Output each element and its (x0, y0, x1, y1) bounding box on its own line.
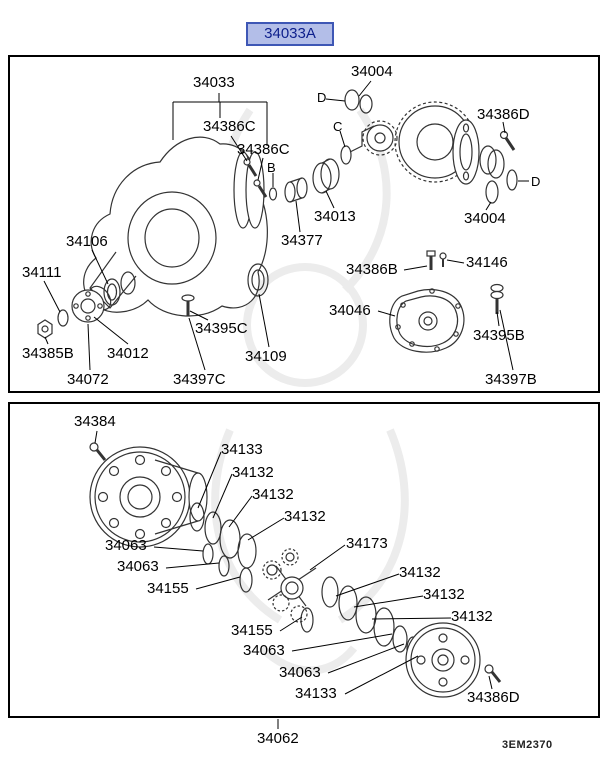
part-label: 34063 (279, 664, 321, 681)
assembly-number-label: 34062 (257, 730, 299, 747)
part-label: 34133 (221, 441, 263, 458)
part-label: 34132 (284, 508, 326, 525)
ring-chain-right (321, 576, 420, 662)
part-label: 34063 (117, 558, 159, 575)
upper-leader-lines (43, 80, 529, 371)
bolt-34386d-upper (499, 130, 516, 151)
part-label: 34386B (346, 261, 398, 278)
part-label: 34132 (232, 464, 274, 481)
part-label: 34033 (193, 74, 235, 91)
companion-flange-stack (37, 271, 136, 339)
ref-letter-d: D (317, 90, 327, 105)
part-label: 34397B (485, 371, 537, 388)
part-label: 34386D (477, 106, 530, 123)
ring-gear (394, 101, 480, 185)
lower-diagram-panel (8, 402, 600, 718)
lower-assembly (89, 442, 502, 698)
part-label: 34155 (231, 622, 273, 639)
side-bearing-right (479, 145, 518, 204)
part-label: 34384 (74, 413, 116, 430)
differential-housing (83, 136, 268, 317)
ref-letter-d: D (531, 174, 541, 189)
pinion-spacer (284, 177, 308, 203)
part-label: 34386C (203, 118, 256, 135)
part-label: 34397C (173, 371, 226, 388)
drive-pinion (349, 120, 398, 156)
ref-letter-b: B (267, 160, 276, 175)
part-label: 34109 (245, 348, 287, 365)
drawing-code: 3EM2370 (502, 739, 553, 751)
part-label: 34072 (67, 371, 109, 388)
bolt-34395c (181, 294, 195, 316)
selected-part-label[interactable]: 34033A (246, 22, 334, 46)
part-label: 34386C (237, 141, 290, 158)
cover-bolt-breather (426, 250, 447, 270)
upper-assembly (37, 89, 518, 353)
bolt-34395b (490, 283, 504, 314)
part-label: 34173 (346, 535, 388, 552)
part-label: 34106 (66, 233, 108, 250)
side-bearing-34109 (247, 263, 269, 297)
part-label: 34012 (107, 345, 149, 362)
part-label: 34386D (467, 689, 520, 706)
part-label: 34133 (295, 685, 337, 702)
part-label: 34063 (105, 537, 147, 554)
part-label: 34377 (281, 232, 323, 249)
part-label: 34132 (399, 564, 441, 581)
oring-top (344, 89, 373, 114)
part-label: 34004 (464, 210, 506, 227)
part-label: 34046 (329, 302, 371, 319)
part-label: 34155 (147, 580, 189, 597)
lower-leader-lines (94, 430, 493, 729)
part-label: 34132 (451, 608, 493, 625)
drive-flange (405, 622, 481, 698)
part-label: 34146 (466, 254, 508, 271)
part-label: 34385B (22, 345, 74, 362)
part-label: 34132 (423, 586, 465, 603)
cover-plate (389, 288, 465, 353)
washer-c (340, 145, 352, 165)
bolt-34384 (89, 442, 107, 461)
spider-gear-set (262, 548, 317, 633)
part-label: 34395B (473, 327, 525, 344)
part-label: 34013 (314, 208, 356, 225)
ref-letter-c: C (333, 119, 343, 134)
part-label: 34111 (22, 264, 62, 281)
part-label: 34004 (351, 63, 393, 80)
part-label: 34395C (195, 320, 248, 337)
part-label: 34132 (252, 486, 294, 503)
bolt-34386d-lower (484, 664, 502, 683)
part-label: 34063 (243, 642, 285, 659)
carrier-bolts (243, 158, 278, 201)
upper-diagram-panel (8, 55, 600, 393)
